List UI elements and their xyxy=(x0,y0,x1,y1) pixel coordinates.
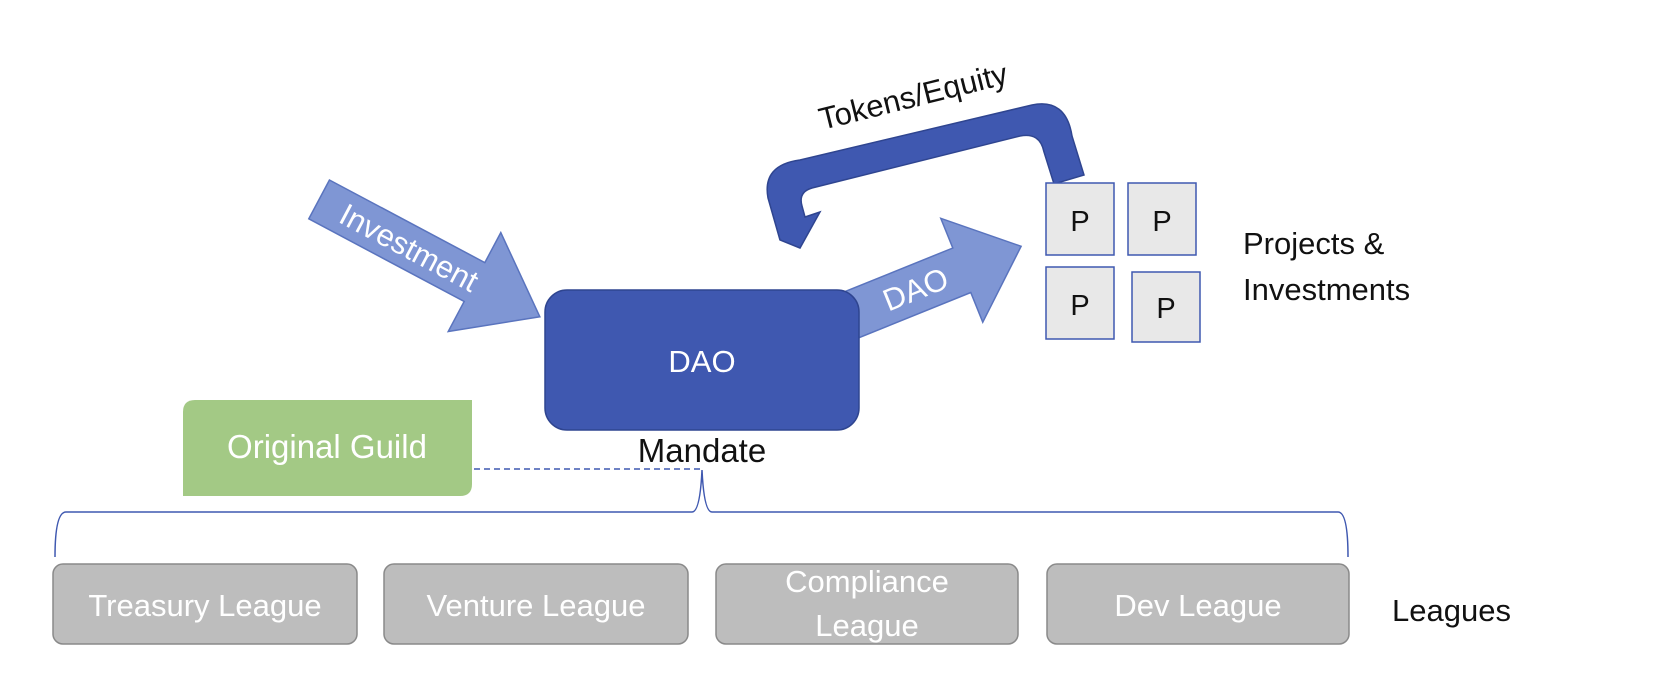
tokens-equity-arrow xyxy=(766,103,1085,249)
league-label: Compliance xyxy=(785,564,949,599)
project-tile-label: P xyxy=(1070,290,1089,322)
league-box xyxy=(52,563,358,645)
project-tile-label: P xyxy=(1152,206,1171,238)
project-tile xyxy=(1045,182,1115,256)
league-box xyxy=(715,563,1019,645)
league-box xyxy=(383,563,689,645)
league-label: Treasury League xyxy=(88,588,321,623)
league-label: Dev League xyxy=(1114,588,1281,623)
leagues-brace xyxy=(54,469,1349,558)
league-label: Venture League xyxy=(427,588,646,623)
project-tiles: P P P P xyxy=(1045,182,1201,343)
mandate-label: Mandate xyxy=(638,432,766,469)
project-tile xyxy=(1045,266,1115,340)
project-tile xyxy=(1127,182,1197,256)
dao-box-label: DAO xyxy=(668,344,735,379)
investment-label: Investment xyxy=(334,197,485,299)
projects-label-line1: Projects & xyxy=(1243,226,1385,261)
project-tile-label: P xyxy=(1070,206,1089,238)
dao-box xyxy=(544,289,860,431)
project-tile xyxy=(1131,271,1201,343)
league-label-line2: League xyxy=(815,608,918,643)
original-guild-label: Original Guild xyxy=(227,428,427,465)
investment-arrow: Investment xyxy=(307,178,541,333)
leagues-group-label: Leagues xyxy=(1392,593,1511,628)
projects-label-line2: Investments xyxy=(1243,272,1410,307)
project-tile-label: P xyxy=(1156,293,1175,325)
league-box xyxy=(1046,563,1350,645)
leagues-row: Treasury League Venture League Complianc… xyxy=(52,563,1350,645)
original-guild-box xyxy=(183,400,472,496)
